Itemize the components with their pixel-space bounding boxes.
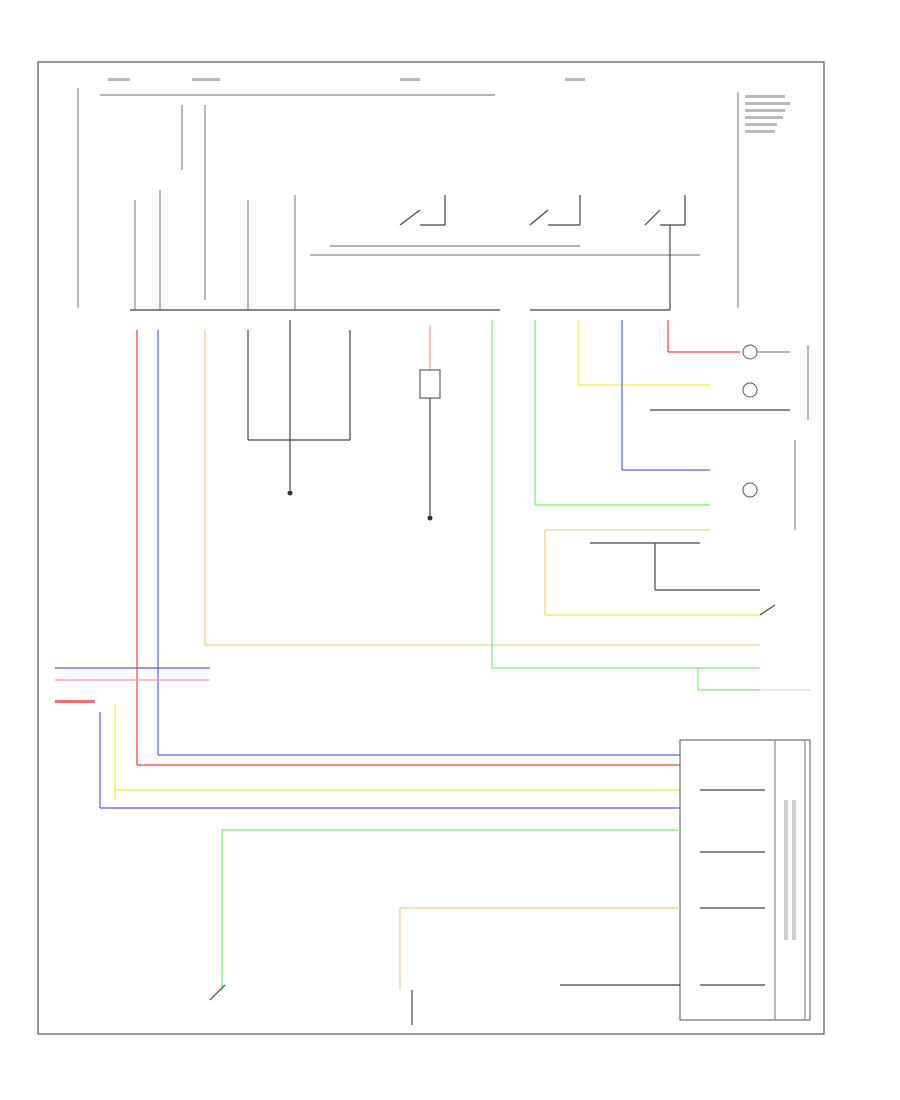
left-connectors	[55, 667, 680, 809]
diagram-frame	[37, 61, 825, 1035]
top-switch-3	[644, 195, 686, 310]
top-power-rail	[77, 88, 739, 311]
mid-right-switch	[491, 320, 810, 691]
control-module	[679, 739, 811, 1021]
left-harness	[136, 330, 760, 766]
ground-center	[419, 325, 441, 521]
lamp-circuits	[534, 320, 809, 530]
bottom-switch	[209, 829, 680, 1025]
top-labels	[108, 78, 790, 133]
ground-left	[247, 320, 351, 496]
top-switch-1	[399, 195, 446, 226]
top-switch-2	[529, 195, 581, 226]
